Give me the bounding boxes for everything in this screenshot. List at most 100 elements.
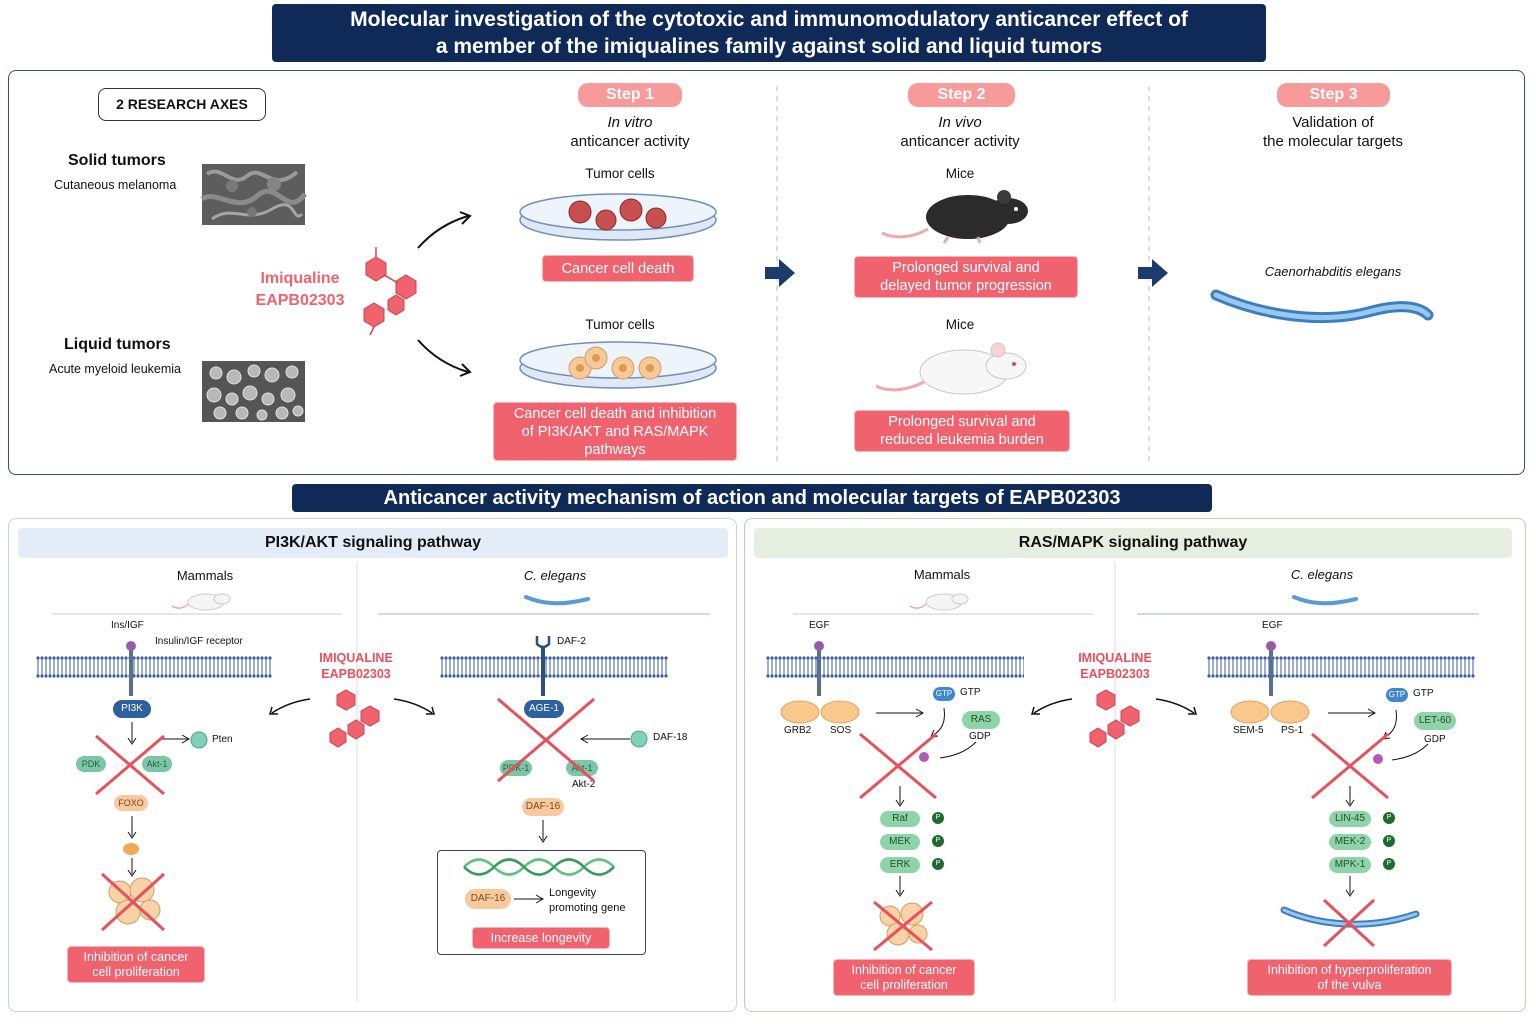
akt-node-text: Akt-1 — [146, 759, 168, 769]
main-title-line1: Molecular investigation of the cytotoxic… — [350, 8, 1188, 31]
step2-result-bottom-line2: reduced leukemia burden — [880, 432, 1044, 448]
longevity-box — [437, 850, 646, 955]
research-axes-label: 2 RESEARCH AXES — [98, 88, 266, 121]
pi3k-mammal-result-line1: Inhibition of cancer — [83, 949, 189, 964]
pten-label: Pten — [212, 734, 233, 745]
mechanism-title-banner: Anticancer activity mechanism of action … — [292, 484, 1212, 512]
pdk-node: PDK — [76, 756, 106, 772]
ras-node-text: RAS — [970, 714, 992, 725]
step3-pill: Step 3 — [1277, 83, 1390, 107]
pi3k-mammal-result: Inhibition of cancer cell proliferation — [68, 947, 204, 982]
step1-result-top: Cancer cell death — [543, 256, 693, 281]
mek-phospho: P — [932, 835, 944, 847]
leukemia-micrograph-image — [202, 361, 305, 422]
ps1-label: PS-1 — [1281, 725, 1304, 736]
step1-pill: Step 1 — [578, 83, 682, 107]
raf-phospho-text: P — [935, 814, 941, 821]
raf-phospho: P — [932, 812, 944, 824]
daf16-box-node: DAF-16 — [465, 889, 511, 909]
gtp-right-node-text: GTP — [1388, 690, 1406, 699]
longevity-line1: Longevity — [549, 887, 597, 899]
raf-node: Raf — [880, 811, 920, 827]
pi3k-receptor-label: Insulin/IGF receptor — [155, 636, 243, 647]
ras-mammal-result: Inhibition of cancer cell proliferation — [834, 960, 974, 995]
lin45-phospho-text: P — [1386, 814, 1392, 821]
egf-receptor-left-icon — [814, 641, 824, 696]
pi3k-mammals-underline — [52, 613, 342, 615]
mek2-node: MEK-2 — [1329, 834, 1371, 850]
step1-result-bottom-line2: of PI3K/AKT and RAS/MAPK — [521, 423, 709, 440]
gdp-left-label: GDP — [969, 731, 991, 742]
ras-mammal-mini-mouse-icon — [909, 593, 969, 611]
main-title-line2: a member of the imiqualines family again… — [435, 35, 1103, 58]
pi3k-celegans-underline — [378, 613, 710, 615]
ras-mammal-result-line1: Inhibition of cancer — [851, 962, 957, 977]
pi3k-center-divider — [356, 562, 358, 1002]
liquid-tumors-subtitle: Acute myeloid leukemia — [49, 362, 182, 376]
sem5-ps1-complex-icon — [1230, 700, 1310, 724]
arrow-to-step1-top — [417, 211, 472, 249]
step1-line2: anticancer activity — [570, 133, 690, 150]
gdp-left-dot-icon — [919, 752, 929, 762]
ras-drug-structure-icon — [1089, 689, 1140, 748]
ras-header-text: RAS/MAPK signaling pathway — [1018, 534, 1248, 551]
ras-center-divider — [1114, 562, 1116, 1002]
pi3k-mammal-mini-mouse-icon — [171, 593, 231, 611]
foxo-node-text: FOXO — [118, 798, 144, 808]
step1-line1: In vitro — [607, 114, 653, 131]
research-axes-text: 2 RESEARCH AXES — [116, 96, 248, 112]
petri-dish-liquid-icon — [519, 341, 717, 389]
step2-pill: Step 2 — [908, 83, 1015, 107]
daf18-arrow — [579, 734, 630, 744]
lin45-node-text: LIN-45 — [1334, 813, 1365, 824]
ras-drug-arrow-right — [1155, 698, 1197, 715]
mek-node-text: MEK — [889, 836, 911, 847]
ps1-to-gtp-arrow — [1328, 708, 1377, 718]
flow-arrow-step1-step2 — [765, 259, 795, 287]
pdk-node-text: PDK — [81, 759, 101, 769]
imiqualine-structure-icon — [363, 247, 417, 336]
arrow-to-step1-bottom — [417, 339, 472, 377]
egf-right-label: EGF — [1262, 620, 1283, 631]
ras-mammals-underline — [793, 613, 1093, 615]
mek2-phospho: P — [1383, 835, 1395, 847]
step1-result-bottom: Cancer cell death and inhibition of PI3K… — [494, 403, 736, 460]
step1-result-bottom-line1: Cancer cell death and inhibition — [513, 405, 717, 422]
ras-mammal-arrow-down-2 — [895, 876, 905, 897]
compound-name-line2: EAPB02303 — [255, 292, 345, 309]
daf16-node-text: DAF-16 — [525, 801, 561, 812]
foxo-small-node-icon — [123, 843, 139, 855]
step2-result-top: Prolonged survival and delayed tumor pro… — [855, 257, 1077, 297]
ras-header: RAS/MAPK signaling pathway — [754, 528, 1512, 558]
step2-result-bottom-line1: Prolonged survival and — [888, 414, 1036, 430]
grb2-sos-complex-icon — [780, 700, 860, 724]
gtp-right-label: GTP — [1413, 688, 1434, 699]
pi3k-tumor-cells-cross-icon — [100, 872, 166, 932]
gdp-right-dot-icon — [1373, 754, 1383, 764]
ras-celegans-result: Inhibition of hyperproliferation of the … — [1248, 960, 1451, 995]
petri-dish-solid-icon — [519, 193, 717, 241]
egf-receptor-right-icon — [1266, 641, 1276, 696]
akt-node: Akt-1 — [142, 756, 172, 772]
step1-cells-top-label: Tumor cells — [585, 166, 655, 181]
akt2-label: Akt-2 — [572, 779, 596, 790]
ras-celegans-arrow-down-2 — [1345, 876, 1355, 897]
egf-left-label: EGF — [809, 620, 830, 631]
ras-drug-line1: IMIQUALINE — [1078, 651, 1152, 665]
ras-tumor-cells-cross-icon — [873, 900, 933, 952]
mek-node: MEK — [880, 834, 920, 850]
c-elegans-worm-icon — [1210, 289, 1434, 324]
pi3k-node-text: PI3K — [121, 703, 143, 714]
pi3k-celegans-label: C. elegans — [523, 568, 587, 583]
sos-label: SOS — [830, 725, 852, 736]
erk-node-text: ERK — [889, 859, 911, 870]
ras-panel — [744, 518, 1526, 1012]
step1-result-top-text: Cancer cell death — [561, 260, 675, 277]
mek-phospho-text: P — [935, 837, 941, 844]
grb2-label: GRB2 — [784, 725, 812, 736]
ras-mammal-inhibition-cross — [859, 732, 937, 800]
longevity-arrow — [514, 894, 545, 904]
step2-result-top-line1: Prolonged survival and — [892, 260, 1040, 276]
pi3k-drug-line2: EAPB02303 — [321, 667, 391, 681]
let60-node: LET-60 — [1414, 712, 1456, 730]
